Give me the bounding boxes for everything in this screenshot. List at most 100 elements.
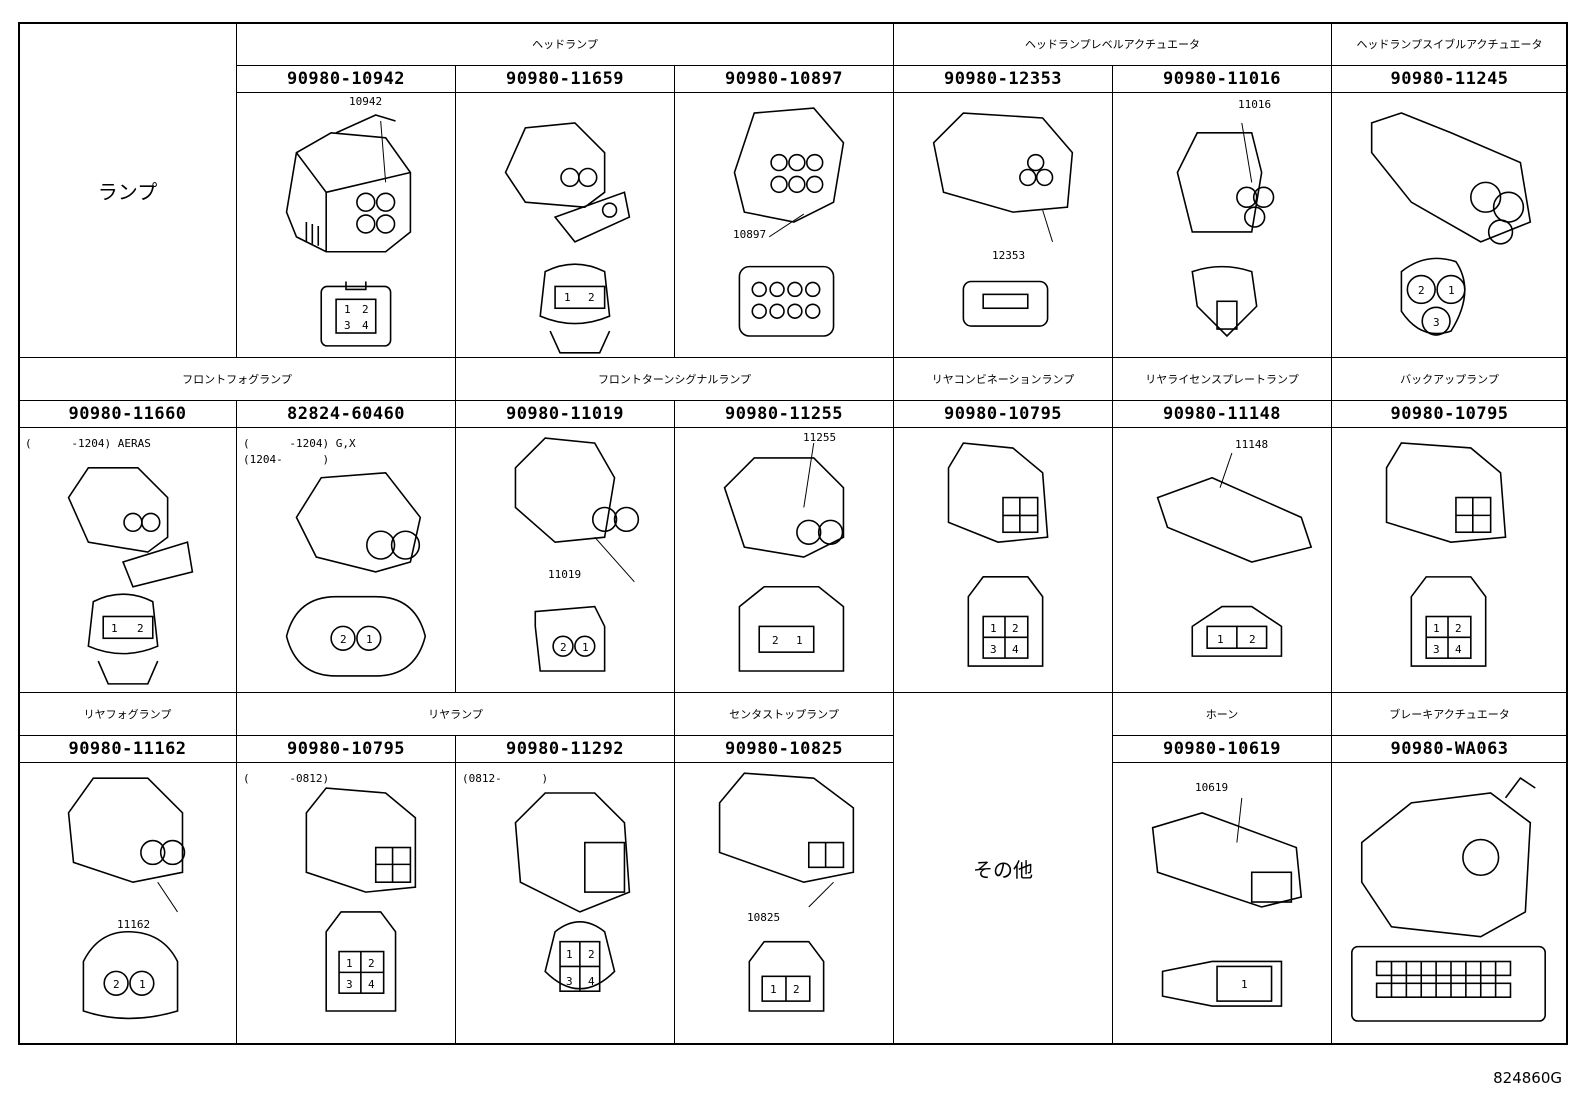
connector-illustration: 10825 1 2 — [674, 762, 894, 1045]
connector-illustration: ( -1204) AERAS 1 2 — [18, 427, 237, 693]
connector-illustration: 11148 1 2 — [1112, 427, 1332, 693]
pin-label: 4 — [362, 319, 369, 332]
pin-label: 2 — [588, 948, 595, 961]
connector-11019-icon — [514, 437, 640, 672]
callout-label: 10619 — [1195, 781, 1229, 794]
pin-label: 2 — [362, 303, 369, 316]
pin-label: 3 — [566, 975, 573, 988]
row-label-other: その他 — [893, 692, 1113, 1045]
connector-illustration: 1 2 — [455, 92, 675, 358]
connector-illustration: ( -0812) 1 2 3 4 — [236, 762, 456, 1045]
connector-illustration: 2 1 3 — [1331, 92, 1568, 358]
pin-label: 2 — [588, 291, 595, 304]
pin-label: 1 — [796, 634, 803, 647]
part-number-text: 90980-10942 — [286, 69, 406, 89]
part-number-text: 90980-12353 — [943, 69, 1063, 89]
connector-illustration: 11019 2 1 — [455, 427, 675, 693]
category-front-fog: フロントフォグランプ — [18, 357, 456, 401]
part-number-text: 90980-11162 — [68, 739, 187, 759]
applicability-note: (0812- ) — [462, 772, 549, 785]
part-number: 90980-11162 — [18, 735, 237, 763]
connector-11148-icon — [1156, 452, 1313, 657]
connector-illustration: 11016 — [1112, 92, 1332, 358]
pin-label: 1 — [139, 978, 146, 991]
connector-illustration — [1331, 762, 1568, 1045]
part-number-text: 90980-WA063 — [1390, 739, 1509, 759]
pin-label: 2 — [772, 634, 779, 647]
connector-illustration: 12353 — [893, 92, 1113, 358]
pin-label: 4 — [1455, 643, 1462, 656]
pin-label: 1 — [582, 641, 589, 654]
pin-label: 1 — [770, 983, 777, 996]
pin-label: 3 — [346, 978, 353, 991]
category-label: フロントフォグランプ — [182, 373, 292, 386]
part-number: 90980-11659 — [455, 65, 675, 93]
pin-label: 1 — [566, 948, 573, 961]
pin-label: 2 — [1249, 633, 1256, 646]
pin-label: 3 — [344, 319, 351, 332]
pin-label: 4 — [588, 975, 595, 988]
connector-11245-icon — [1370, 112, 1532, 336]
pin-label: 4 — [1012, 643, 1019, 656]
callout-label: 11255 — [803, 431, 837, 444]
connector-11255-icon — [723, 442, 845, 672]
category-backup: バックアップランプ — [1331, 357, 1568, 401]
connector-11660-icon — [67, 467, 194, 685]
part-number: 90980-11245 — [1331, 65, 1568, 93]
pin-label: 1 — [344, 303, 351, 316]
connector-illustration: 11162 2 1 — [18, 762, 237, 1045]
callout-label: 11019 — [548, 568, 582, 581]
part-number: 90980-11019 — [455, 400, 675, 428]
category-label: ヘッドランプスイブルアクチュエータ — [1356, 38, 1543, 51]
row-label-text: その他 — [973, 858, 1033, 882]
part-number: 90980-10795 — [236, 735, 456, 763]
applicability-note: ( -0812) — [243, 772, 330, 785]
connector-illustration: 1 2 3 4 — [1331, 427, 1568, 693]
part-number-text: 90980-10619 — [1162, 739, 1282, 759]
connector-illustration: 1 2 3 4 — [893, 427, 1113, 693]
category-rear-license: リヤライセンスプレートランプ — [1112, 357, 1332, 401]
connector-10897-icon — [733, 107, 845, 337]
callout-label: 11162 — [117, 918, 151, 931]
part-number-text: 90980-10795 — [943, 404, 1063, 424]
pin-label: 1 — [366, 633, 373, 646]
connector-12353-icon — [932, 112, 1074, 327]
callout-label: 12353 — [992, 249, 1026, 262]
part-number: 90980-10795 — [893, 400, 1113, 428]
part-number-text: 90980-11660 — [68, 404, 187, 424]
category-headlamp: ヘッドランプ — [236, 22, 894, 66]
category-label: ホーン — [1205, 708, 1239, 721]
part-number-text: 90980-10795 — [286, 739, 406, 759]
pin-label: 2 — [793, 983, 800, 996]
pin-label: 2 — [1418, 284, 1425, 297]
pin-label: 2 — [1455, 622, 1462, 635]
connector-11162-icon — [67, 777, 186, 1020]
pin-label: 1 — [1433, 622, 1440, 635]
pin-label: 2 — [113, 978, 120, 991]
pin-label: 2 — [137, 622, 144, 635]
part-number: 90980-11255 — [674, 400, 894, 428]
connector-10825-icon — [718, 772, 855, 1012]
connector-illustration: 10942 1 2 3 4 — [236, 92, 456, 358]
part-number: 90980-WA063 — [1331, 735, 1568, 763]
connector-illustration: ( -1204) G,X (1204- ) 2 1 — [236, 427, 456, 693]
connector-wa063-icon — [1351, 776, 1546, 1022]
pin-label: 1 — [1217, 633, 1224, 646]
pin-label: 4 — [368, 978, 375, 991]
category-headlamp-swivel-actuator: ヘッドランプスイブルアクチュエータ — [1331, 22, 1568, 66]
pin-label: 1 — [990, 622, 997, 635]
category-label: リヤランプ — [428, 708, 483, 721]
connector-illustration: 10897 — [674, 92, 894, 358]
category-brake-actuator: ブレーキアクチュエータ — [1331, 692, 1568, 736]
category-label: バックアップランプ — [1400, 373, 1499, 386]
pin-label: 1 — [111, 622, 118, 635]
row-label-lamp: ランプ — [18, 22, 237, 358]
category-rear-fog: リヤフォグランプ — [18, 692, 237, 736]
pin-label: 3 — [1433, 316, 1440, 329]
category-label: フロントターンシグナルランプ — [597, 373, 752, 386]
pin-label: 1 — [564, 291, 571, 304]
connector-illustration: 11255 2 1 — [674, 427, 894, 693]
part-number: 90980-11148 — [1112, 400, 1332, 428]
connector-10795-icon — [1385, 442, 1507, 667]
applicability-note: ( -1204) G,X (1204- ) — [243, 437, 356, 466]
